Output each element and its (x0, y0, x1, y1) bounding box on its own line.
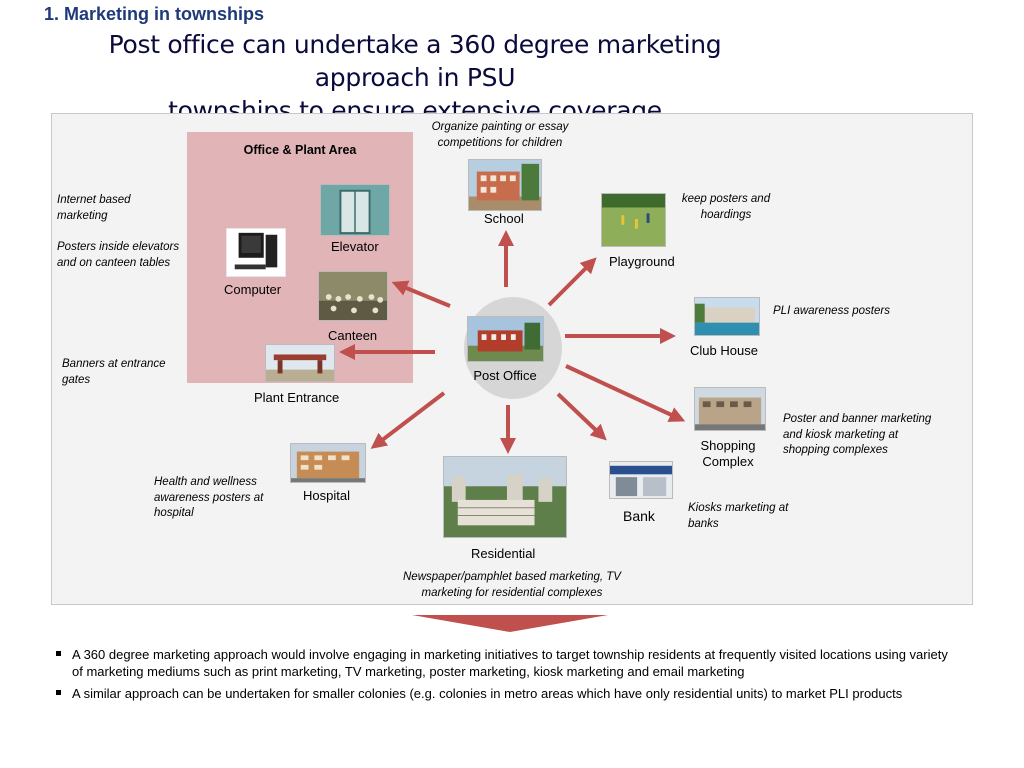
bullet-item: A 360 degree marketing approach would in… (56, 646, 956, 680)
shopping-complex-label: Shopping Complex (700, 438, 756, 469)
internet-marketing-note: Internet based marketing (57, 194, 131, 222)
page-title-line-1: Post office can undertake a 360 degree m… (108, 30, 722, 92)
hospital-image (290, 443, 366, 483)
residential-image (443, 456, 567, 538)
arrow-hospital (370, 391, 446, 449)
plant-entrance-image (265, 344, 335, 382)
bullet-marker (56, 651, 61, 656)
school-note: Organize painting or essay competitions … (431, 121, 569, 149)
bullet-marker (56, 690, 61, 695)
club-house-label: Club House (690, 343, 758, 358)
school-label: School (484, 211, 524, 226)
computer-image (226, 228, 286, 277)
banners-note: Banners at entrance gates (62, 358, 166, 386)
elevator-label: Elevator (331, 239, 379, 254)
residential-label: Residential (471, 546, 536, 561)
office-plant-area (187, 132, 413, 383)
canteen-label: Canteen (328, 328, 378, 343)
posters-note: Posters inside elevators and on canteen … (57, 241, 180, 269)
playground-note: keep posters and hoardings (681, 193, 771, 221)
arrow-bank (556, 392, 607, 441)
playground-image (601, 193, 666, 247)
club-house-note: PLI awareness posters (773, 305, 890, 317)
hospital-label: Hospital (303, 488, 350, 503)
hospital-note: Health and wellness awareness posters at… (154, 476, 264, 519)
shopping-complex-image (694, 387, 766, 431)
canteen-image (318, 271, 388, 321)
arrow-canteen (391, 280, 451, 308)
bank-image (609, 461, 673, 499)
down-chevron (412, 615, 608, 632)
bullet-item: A similar approach can be undertaken for… (56, 685, 956, 702)
shopping-note: Poster and banner marketing and kiosk ma… (783, 413, 932, 456)
summary-bullets: A 360 degree marketing approach would in… (56, 646, 956, 707)
playground-label: Playground (609, 254, 675, 269)
residential-note: Newspaper/pamphlet based marketing, TV m… (403, 571, 621, 599)
section-title: 1. Marketing in townships (44, 4, 265, 24)
bank-note: Kiosks marketing at banks (688, 502, 789, 530)
arrow-playground (547, 257, 597, 307)
post-office-image (467, 316, 544, 362)
bank-label: Bank (623, 508, 655, 524)
office-area-title: Office & Plant Area (243, 143, 357, 157)
elevator-image (320, 184, 390, 236)
post-office-label: Post Office (473, 368, 537, 383)
plant-entrance-label: Plant Entrance (254, 390, 340, 405)
computer-label: Computer (224, 282, 282, 297)
arrow-shopping (565, 364, 686, 422)
club-house-image (694, 297, 760, 336)
school-image (468, 159, 542, 211)
